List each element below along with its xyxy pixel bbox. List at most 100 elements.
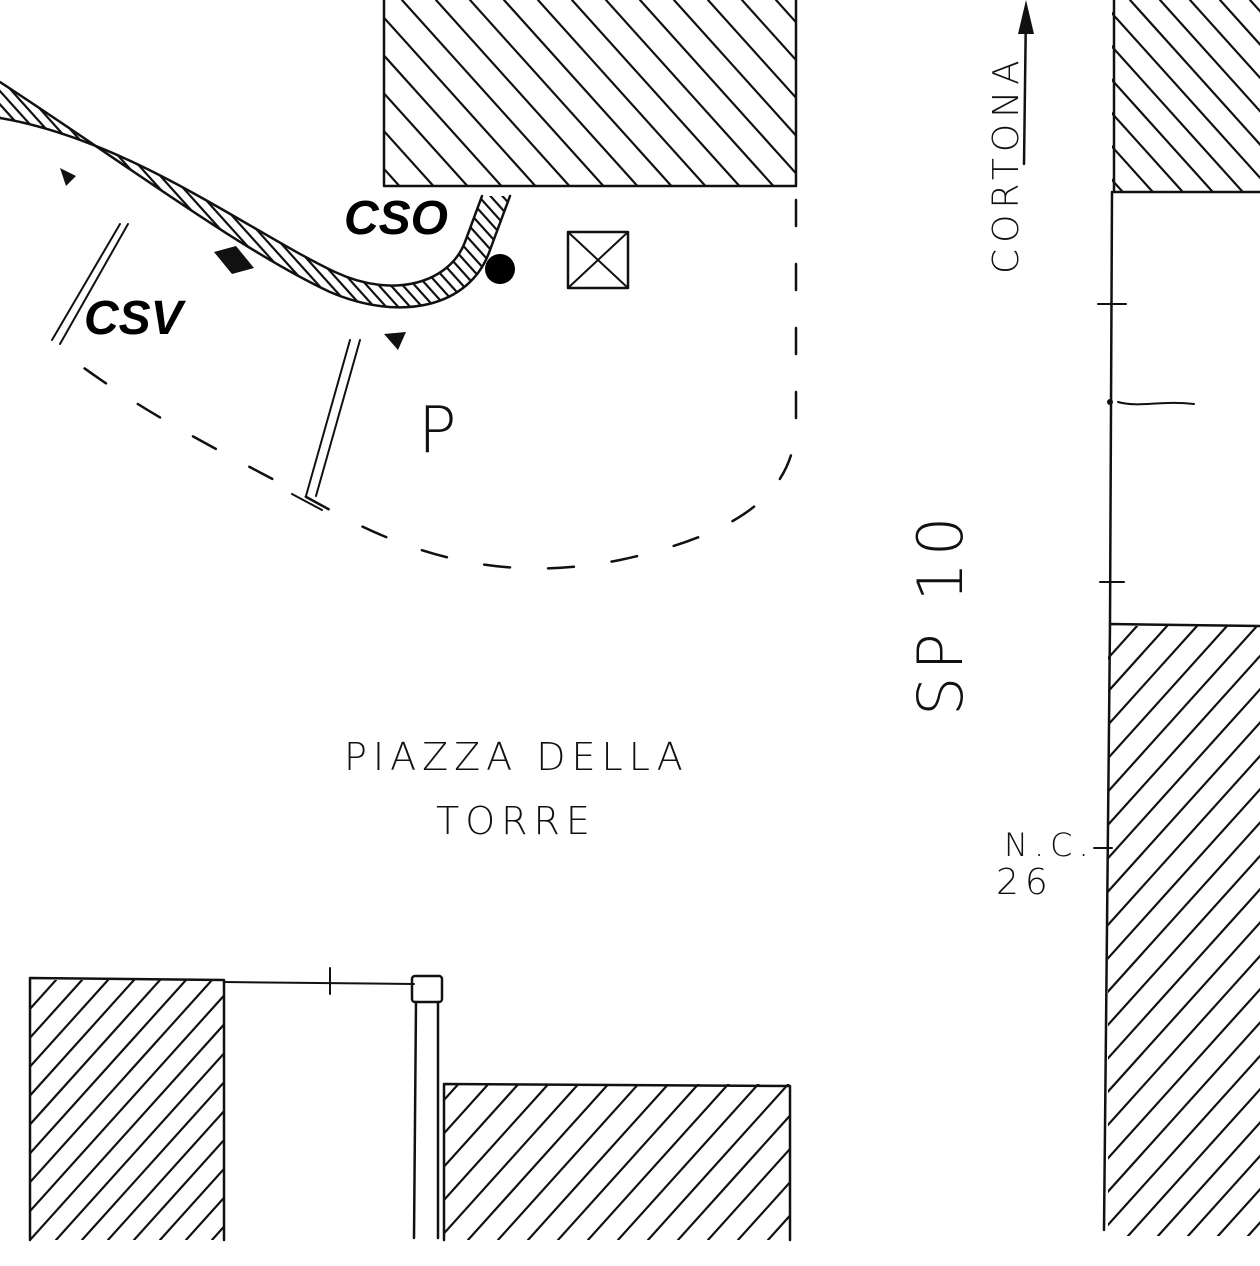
cso-label: CSO (344, 192, 448, 245)
hatch-line (716, 60, 968, 340)
hatch-line (420, 980, 654, 1240)
hatch-line (1156, 1121, 1260, 1236)
hatch-line (1108, 626, 1139, 660)
hatch-line (0, 82, 10, 308)
hatch-line (676, 1113, 790, 1240)
hatch-line (706, 0, 796, 100)
hatch-line (30, 980, 32, 982)
hatch-line (1128, 0, 1260, 147)
parking-line-left (51, 223, 129, 345)
hatch-line (486, 82, 510, 308)
building-right-bottom (1102, 622, 1260, 1236)
hatch-line (384, 16, 537, 186)
hatch-line (462, 82, 510, 308)
hatch-line (1246, 1221, 1260, 1236)
hatch-line (264, 980, 498, 1240)
hatch-line (288, 1084, 428, 1240)
hatch-line (498, 82, 510, 308)
hatch-line (646, 1084, 790, 1240)
hatch-line (526, 1084, 670, 1240)
hatch-line (400, 0, 571, 186)
hatch-line (30, 980, 136, 1098)
hatch-line (1218, 0, 1260, 47)
hatch-line (616, 1084, 760, 1240)
fence-line (223, 981, 415, 985)
hatch-line (774, 0, 796, 24)
hatch-line (536, 60, 788, 340)
hatch-line (620, 60, 872, 340)
hatch-line (1108, 1054, 1260, 1227)
hatch-line (342, 980, 576, 1240)
hatch-line (1248, 0, 1260, 13)
hatch-line (740, 60, 992, 340)
hatch-line (810, 0, 977, 186)
hatch-line (444, 1084, 490, 1135)
road-label: SP 10 (904, 511, 977, 716)
hatch-line (1108, 921, 1260, 1094)
hatch-line (30, 1022, 224, 1240)
hatch-line (1108, 754, 1260, 927)
hatch-line (918, 1084, 1058, 1240)
hatch-line (30, 980, 110, 1069)
hatch-line (604, 0, 775, 186)
curb-mark-3 (214, 246, 254, 274)
hatch-line (752, 60, 1004, 340)
hatch-line (444, 1084, 520, 1169)
gate-post (410, 974, 444, 1004)
hatch-line (106, 1109, 224, 1240)
hatch-line (210, 1225, 224, 1240)
hatch-line (536, 0, 707, 186)
hatch-line (158, 1167, 224, 1240)
hatch-line (0, 82, 82, 308)
hatch-line (466, 1084, 610, 1240)
square-name-line1: PIAZZA DELLA (344, 735, 689, 779)
hatch-line (468, 0, 639, 186)
hatch-line (556, 1084, 700, 1240)
house-number-line1: N.C. (1004, 826, 1095, 864)
hatch-line (1112, 145, 1154, 192)
building-bottom-left (28, 976, 654, 1242)
hatch-line (30, 980, 84, 1040)
hatch-line (368, 980, 602, 1240)
hatch-line (736, 1180, 790, 1240)
hatch-line (450, 82, 510, 308)
hatch-line (680, 60, 932, 340)
curb-mark-2 (384, 332, 406, 350)
hatch-line (198, 0, 365, 186)
hatch-line (1108, 887, 1260, 1060)
hatch-line (502, 0, 673, 186)
curb-mark-1 (60, 168, 76, 186)
road-marker-dot (1107, 399, 1113, 405)
hatch-line (668, 60, 920, 340)
hatch-line (30, 980, 188, 1155)
hatch-line (560, 60, 812, 340)
hatch-line (672, 0, 796, 138)
hatch-line (1112, 11, 1260, 180)
hatch-line (1108, 626, 1199, 727)
hatch-line (828, 1084, 968, 1240)
hatch-line (858, 1084, 998, 1240)
hatch-line (80, 1080, 224, 1240)
hatch-line (596, 60, 848, 340)
parking-line-right (305, 339, 361, 497)
hatch-line (706, 1147, 790, 1240)
hatch-line (656, 60, 908, 340)
hatch-line (1108, 626, 1229, 760)
hatch-line (512, 60, 764, 340)
road-edge-line (1108, 190, 1114, 626)
hatch-line (0, 82, 34, 308)
hatch-line (384, 53, 503, 186)
square-name-line2: TORRE (436, 799, 596, 843)
box-x-symbol (566, 230, 630, 290)
hatch-line (1108, 721, 1260, 894)
hatch-line (184, 1196, 224, 1240)
hatch-line (438, 82, 510, 308)
hatch-line (608, 60, 860, 340)
hatch-line (30, 993, 224, 1213)
hatch-line (1108, 626, 1169, 694)
hatch-line (1112, 45, 1244, 192)
hatch-line (316, 980, 550, 1240)
hatch-line (1108, 821, 1260, 994)
hatch-line (1158, 0, 1260, 113)
